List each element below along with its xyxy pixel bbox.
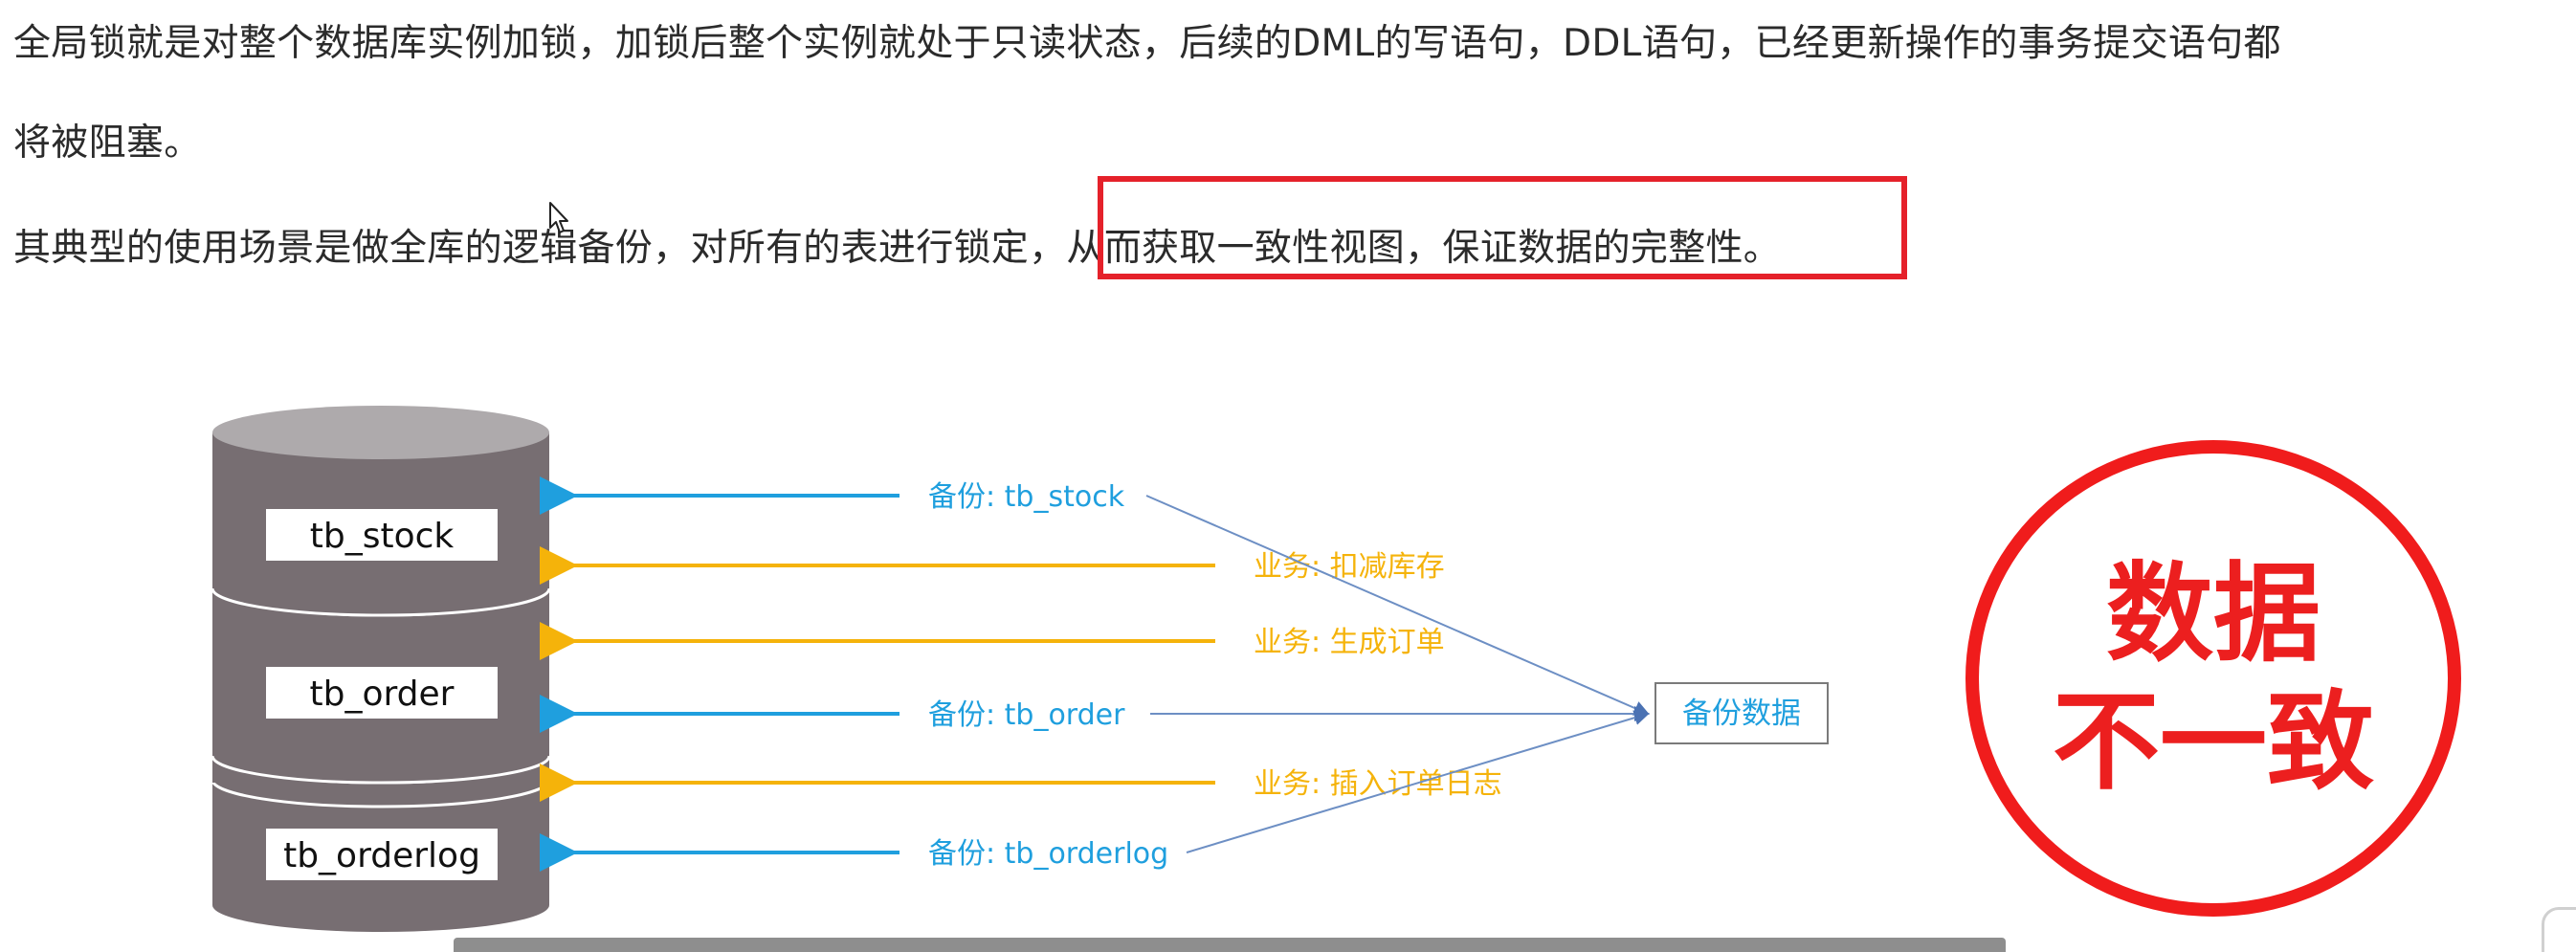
global-lock-description-line1: 全局锁就是对整个数据库实例加锁，加锁后整个实例就处于只读状态，后续的DML的写语…	[13, 22, 2281, 65]
connector-stock	[1145, 495, 1650, 716]
bottom-scroll-bar[interactable]	[454, 938, 2006, 952]
table-name: tb_orderlog	[283, 836, 480, 875]
inconsistent-data-stamp: 数据 不一致	[1965, 440, 2461, 917]
backup-data-box: 备份数据	[1654, 682, 1829, 744]
arrow-label-backup-stock: 备份: tb_stock	[928, 480, 1125, 514]
table-label-tb-order: tb_order	[266, 667, 498, 719]
corner-widget[interactable]	[2542, 907, 2576, 952]
stamp-line2: 不一致	[2053, 680, 2374, 805]
arrow-label-create-order: 业务: 生成订单	[1254, 626, 1445, 659]
table-label-tb-stock: tb_stock	[266, 509, 498, 561]
connector-orderlog	[1186, 710, 1650, 853]
global-lock-description-line2: 将被阻塞。	[13, 122, 202, 165]
table-name: tb_stock	[310, 517, 455, 556]
arrow-label-backup-orderlog: 备份: tb_orderlog	[928, 837, 1168, 871]
table-name: tb_order	[310, 675, 455, 714]
table-label-tb-orderlog: tb_orderlog	[266, 829, 498, 880]
usage-scenario-text: 其典型的使用场景是做全库的逻辑备份，对所有的表进行锁定，从而获取一致性视图，保证…	[13, 227, 1782, 270]
cylinder-top	[212, 406, 549, 459]
mouse-pointer-icon	[549, 202, 568, 233]
stamp-line1: 数据	[2106, 552, 2321, 676]
backup-data-label: 备份数据	[1682, 697, 1801, 731]
arrow-label-backup-order: 备份: tb_order	[928, 698, 1125, 732]
highlight-box	[1098, 176, 1907, 279]
